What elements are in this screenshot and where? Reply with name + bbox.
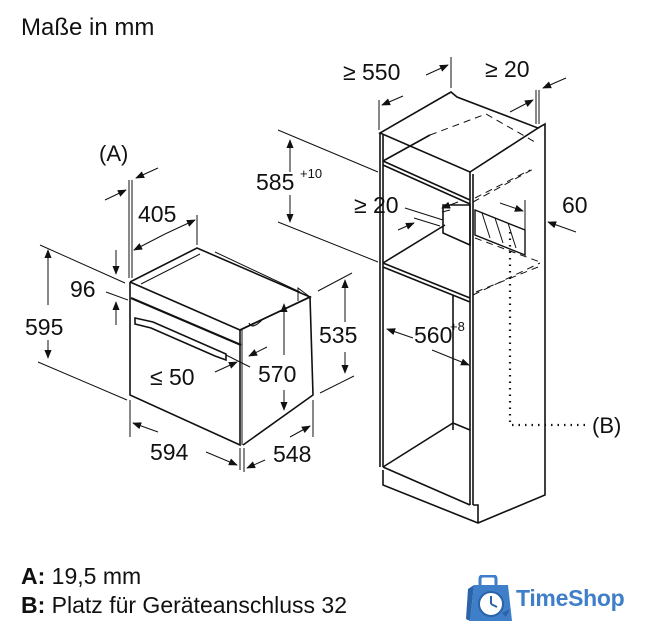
label-548: 548 <box>273 441 311 467</box>
label-le-50: ≤ 50 <box>150 364 195 390</box>
legend-a-key: A: <box>21 563 46 589</box>
cabinet-hidden-lines <box>429 113 541 296</box>
label-595: 595 <box>25 314 63 340</box>
legend-b: B: Platz für Geräteanschluss 32 <box>21 592 347 619</box>
label-ge-20-top: ≥ 20 <box>485 56 530 82</box>
label-ge-550: ≥ 550 <box>343 59 400 85</box>
label-ge-20-mid: ≥ 20 <box>354 192 399 218</box>
label-b-marker: (B) <box>592 413 621 438</box>
label-a-marker: (A) <box>99 141 128 166</box>
label-405: 405 <box>138 201 176 227</box>
cabinet-drawing <box>378 91 546 524</box>
label-60: 60 <box>562 192 588 218</box>
label-560-tol: +8 <box>450 319 465 334</box>
shopping-bag-clock-icon <box>466 575 512 621</box>
oven-dimensions <box>37 129 379 472</box>
legend-a-value: 19,5 mm <box>51 563 142 589</box>
legend-a: A: 19,5 mm <box>21 563 141 590</box>
label-594: 594 <box>150 439 189 465</box>
cabinet-dimensions <box>378 57 577 366</box>
connection-dotted-line <box>508 232 585 427</box>
dimension-labels: (A) 405 96 595 ≤ 50 570 535 594 548 ≥ 55… <box>25 56 621 467</box>
label-560: 560 <box>414 322 452 348</box>
label-570: 570 <box>258 361 296 387</box>
oven-drawing <box>129 247 314 447</box>
legend-b-value: Platz für Geräteanschluss 32 <box>51 592 347 618</box>
label-96: 96 <box>70 276 96 302</box>
page-title: Maße in mm <box>21 14 155 41</box>
label-585-tol: +10 <box>300 166 322 181</box>
watermark-text: TimeShop <box>516 585 625 611</box>
timeshop-watermark: TimeShop <box>466 575 646 630</box>
label-585: 585 <box>256 169 294 195</box>
legend-b-key: B: <box>21 592 46 618</box>
label-535: 535 <box>319 322 357 348</box>
